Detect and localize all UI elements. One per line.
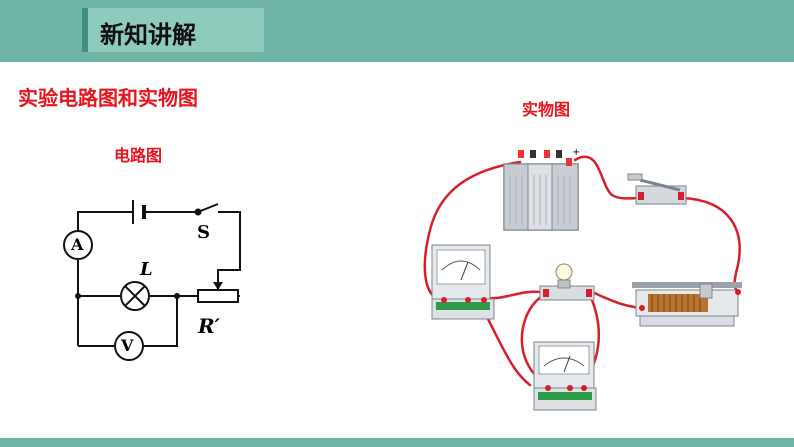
lamp-label: L (140, 259, 153, 280)
section-subtitle: 实验电路图和实物图 (18, 86, 198, 110)
circuit-diagram-label: 电路图 (114, 146, 163, 165)
light-bulb-device (539, 263, 595, 301)
voltmeter-symbol (114, 331, 144, 361)
physical-diagram-label: 实物图 (522, 100, 571, 119)
voltmeter-device-left (431, 244, 495, 320)
rheostat-label: R′ (198, 314, 220, 338)
footer-bar (0, 438, 794, 447)
ammeter-label: A (71, 235, 84, 254)
ammeter-symbol (63, 230, 93, 260)
battery-box: + (503, 147, 580, 231)
knife-switch (627, 173, 687, 205)
header-tab (82, 8, 264, 52)
lamp-symbol (120, 281, 150, 311)
voltmeter-label: V (121, 336, 134, 355)
page-title: 新知讲解 (100, 21, 196, 49)
switch-label: S (197, 222, 210, 243)
svg-text:+: + (572, 147, 580, 158)
rheostat-device (632, 282, 742, 327)
voltmeter-device-bottom (533, 341, 597, 411)
